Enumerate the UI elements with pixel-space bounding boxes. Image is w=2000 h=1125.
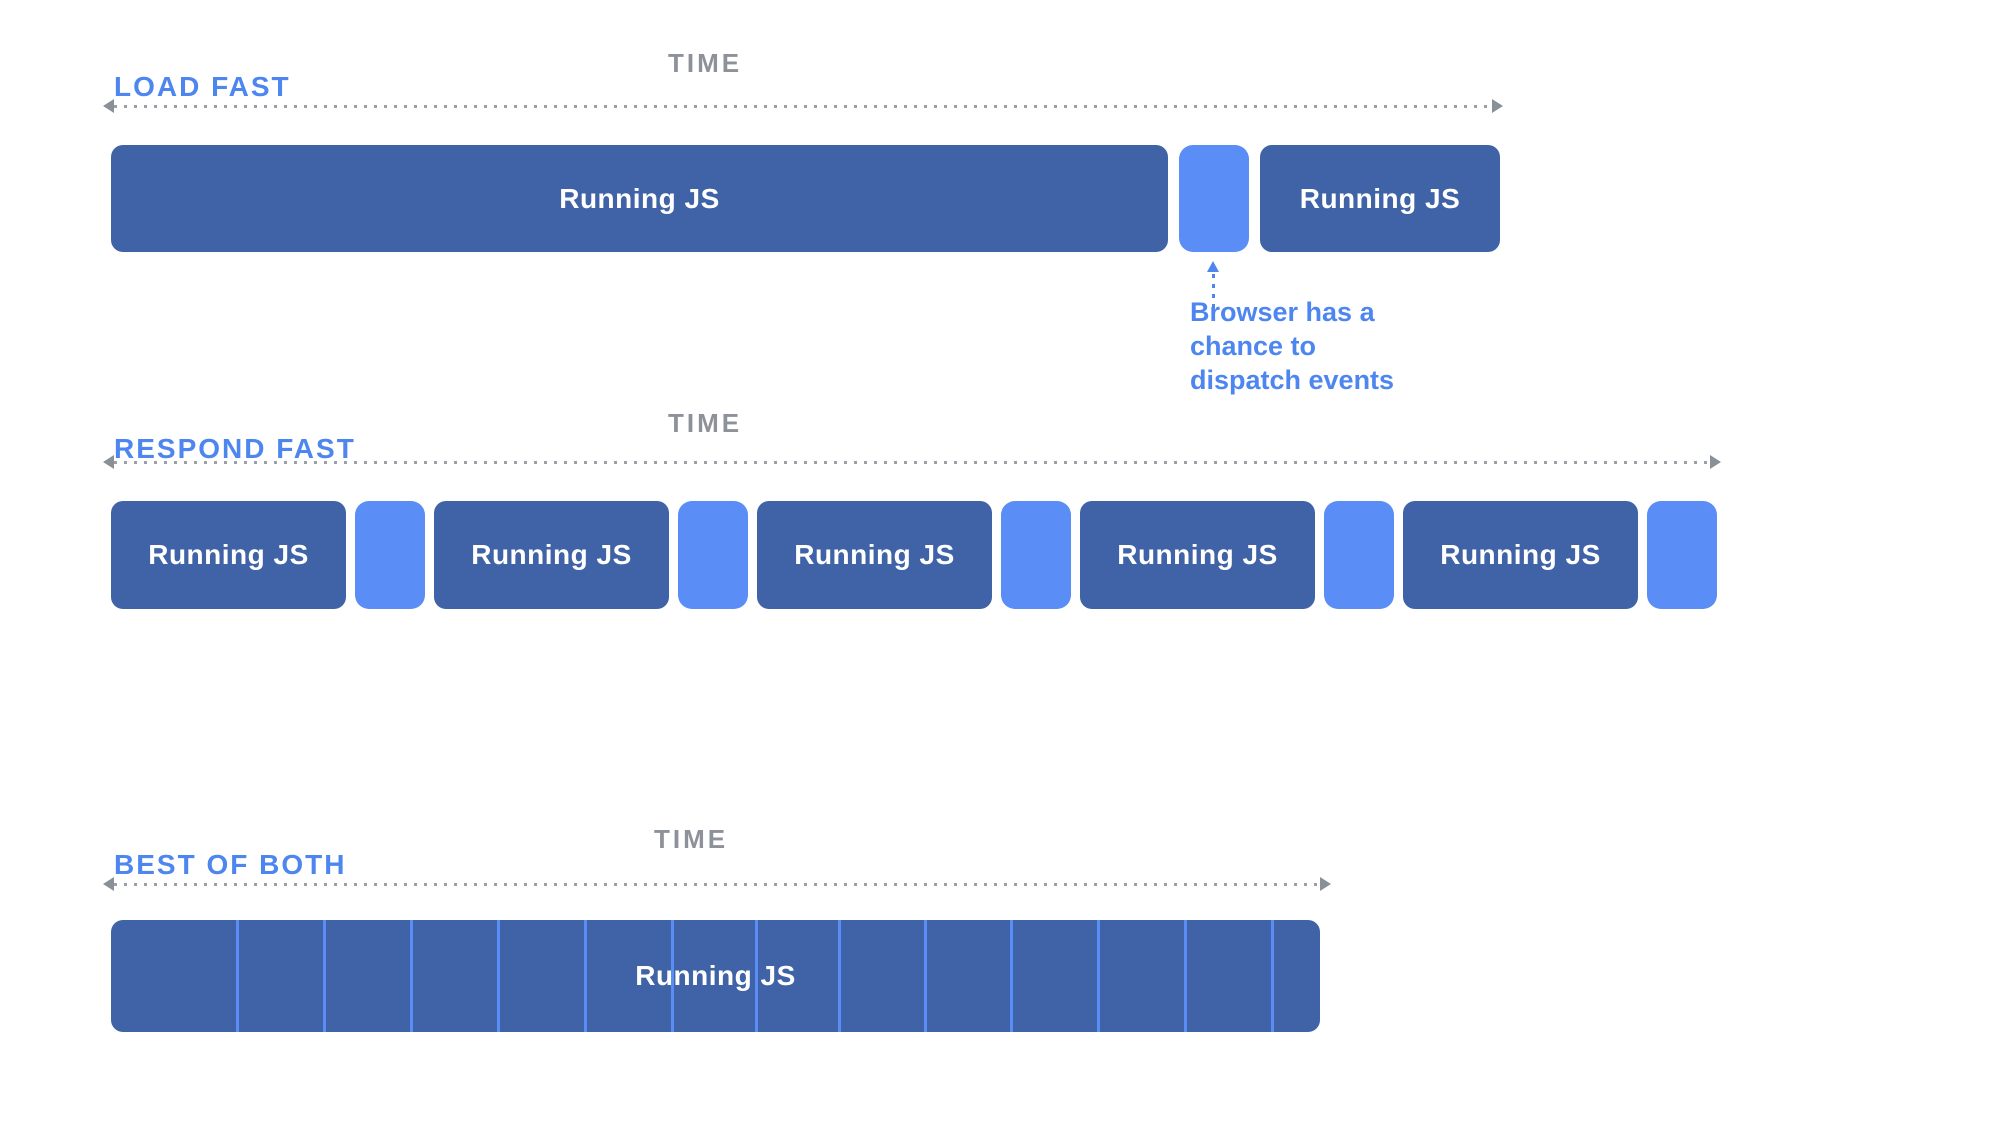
annotation-line: chance to: [1190, 331, 1317, 361]
browser-event-slot: [1179, 145, 1249, 252]
running-js-label: Running JS: [1440, 539, 1601, 570]
time-slice-divider: [584, 920, 587, 1032]
section-title-load-fast: LOAD FAST: [114, 71, 291, 103]
running-js-block: Running JS: [111, 920, 1320, 1032]
time-axis-arrow: [103, 877, 1331, 891]
browser-event-slot: [1647, 501, 1717, 609]
running-js-label: Running JS: [471, 539, 632, 570]
time-slice-divider: [755, 920, 758, 1032]
running-js-label: Running JS: [559, 182, 720, 214]
running-js-block: Running JS: [434, 501, 669, 609]
browser-event-slot: [355, 501, 425, 609]
running-js-label: Running JS: [794, 539, 955, 570]
time-axis-label: TIME: [668, 48, 743, 78]
running-js-label: Running JS: [1117, 539, 1278, 570]
time-axis-label: TIME: [654, 824, 729, 854]
running-js-block: Running JS: [1080, 501, 1315, 609]
timeline-track: Running JS Running JS Running JS Running JS…: [0, 501, 2000, 609]
section-title-respond-fast: RESPOND FAST: [114, 433, 356, 465]
browser-event-slot: [1324, 501, 1394, 609]
time-slice-divider: [838, 920, 841, 1032]
time-slice-divider: [236, 920, 239, 1032]
running-js-label: Running JS: [1299, 182, 1461, 214]
running-js-block: Running JS: [1260, 145, 1500, 252]
time-slice-divider: [1184, 920, 1187, 1032]
running-js-block: Running JS: [111, 145, 1168, 252]
annotation-browser-dispatch: Browser has a chance to dispatch events: [1190, 295, 1394, 397]
running-js-block: Running JS: [111, 501, 346, 609]
running-js-block: Running JS: [1403, 501, 1638, 609]
time-slice-divider: [410, 920, 413, 1032]
up-arrow-icon: [1207, 261, 1219, 310]
time-slice-divider: [1010, 920, 1013, 1032]
time-slice-divider: [671, 920, 674, 1032]
running-js-label: Running JS: [148, 539, 309, 570]
time-slice-divider: [924, 920, 927, 1032]
time-slice-divider: [1271, 920, 1274, 1032]
running-js-block: Running JS: [757, 501, 992, 609]
time-axis-arrow: [103, 99, 1503, 113]
time-slice-divider: [323, 920, 326, 1032]
running-js-label: Running JS: [635, 960, 796, 991]
timeline-track: Running JS Running JS: [0, 145, 2000, 252]
section-title-best-of-both: BEST OF BOTH: [114, 849, 347, 881]
time-axis-arrow: [103, 455, 1721, 469]
annotation-line: Browser has a: [1190, 297, 1375, 327]
time-slice-divider: [497, 920, 500, 1032]
timeline-track: Running JS: [0, 920, 2000, 1032]
browser-event-slot: [678, 501, 748, 609]
annotation-line: dispatch events: [1190, 365, 1395, 395]
time-axis-label: TIME: [668, 408, 743, 438]
time-slice-divider: [1097, 920, 1100, 1032]
browser-event-slot: [1001, 501, 1071, 609]
